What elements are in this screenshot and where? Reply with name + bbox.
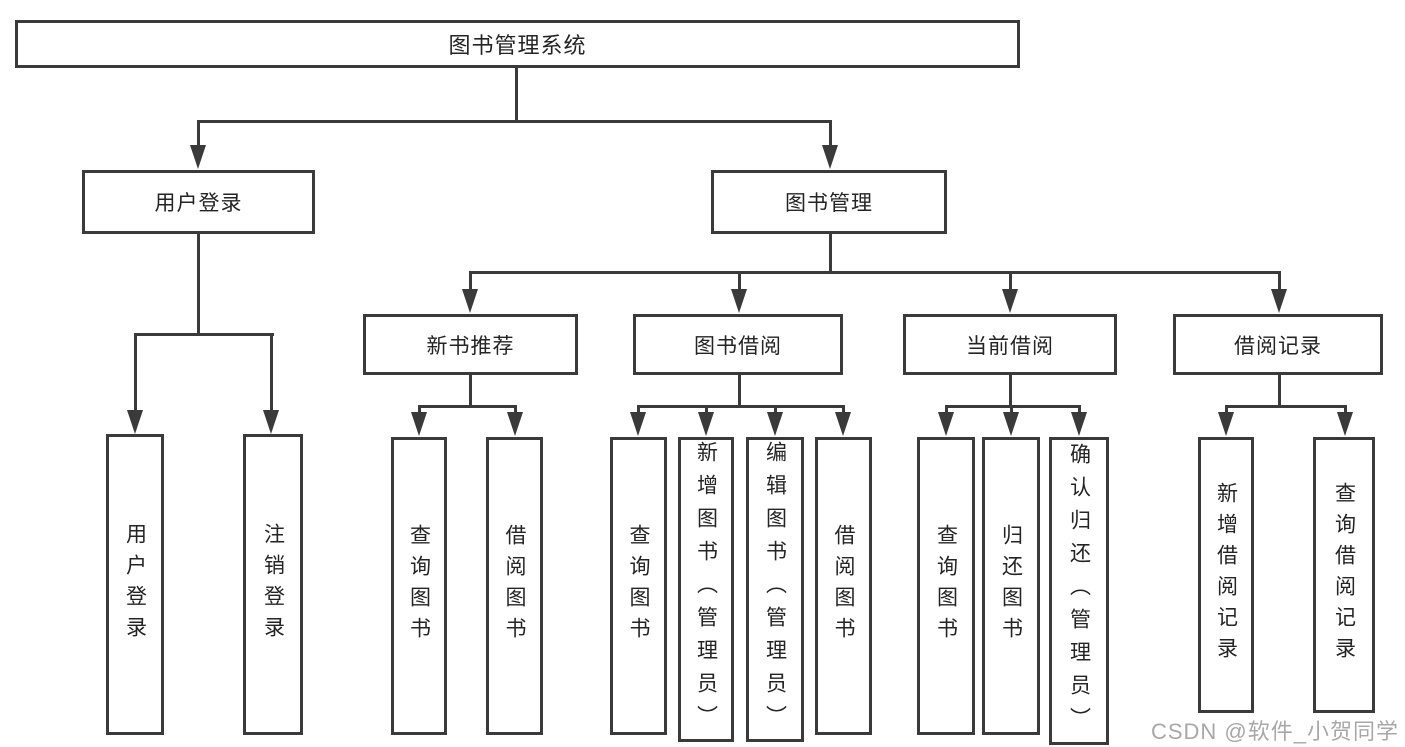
arrow-down-icon — [835, 412, 851, 436]
arrow-down-icon — [263, 410, 279, 434]
node-user-login: 用户登录 — [82, 170, 315, 234]
connector-line — [270, 333, 273, 412]
node-current-borrowing: 当前借阅 — [903, 314, 1117, 375]
leaf-add-books-admin: 新增图书（管理员） — [678, 437, 734, 742]
arrow-down-icon — [1271, 289, 1287, 313]
connector-line — [1010, 405, 1013, 415]
connector-line — [1009, 271, 1012, 291]
leaf-query-books-current: 查询图书 — [917, 437, 975, 735]
connector-line — [515, 66, 518, 122]
node-library-system: 图书管理系统 — [15, 20, 1020, 68]
node-book-borrowing: 图书借阅 — [633, 314, 843, 375]
arrow-down-icon — [630, 412, 646, 436]
node-new-book-recommend: 新书推荐 — [363, 314, 578, 375]
leaf-confirm-return-admin: 确认归还（管理员） — [1049, 437, 1109, 745]
connector-line — [829, 232, 832, 274]
connector-line — [945, 405, 1081, 408]
arrow-down-icon — [938, 412, 954, 436]
connector-line — [738, 373, 741, 408]
leaf-logout: 注销登录 — [243, 434, 303, 735]
connector-line — [842, 405, 845, 415]
arrow-down-icon — [1003, 412, 1019, 436]
csdn-watermark: CSDN @软件_小贺同学 — [1150, 719, 1399, 744]
connector-line — [1278, 373, 1281, 408]
leaf-user-login: 用户登录 — [106, 434, 164, 735]
leaf-query-books-recommend: 查询图书 — [391, 437, 447, 735]
arrow-down-icon — [1337, 412, 1353, 436]
node-borrowing-records: 借阅记录 — [1173, 314, 1383, 375]
leaf-query-borrow-record: 查询借阅记录 — [1313, 437, 1375, 713]
connector-line — [1278, 271, 1281, 291]
arrow-down-icon — [1002, 289, 1018, 313]
connector-line — [1225, 405, 1347, 408]
arrow-down-icon — [1218, 412, 1234, 436]
arrow-down-icon — [731, 289, 747, 313]
connector-line — [829, 120, 832, 148]
arrow-down-icon — [190, 145, 206, 169]
connector-line — [774, 405, 777, 415]
connector-line — [1009, 373, 1012, 408]
connector-line — [197, 120, 832, 123]
connector-line — [1344, 405, 1347, 415]
connector-line — [705, 405, 708, 415]
arrow-down-icon — [767, 412, 783, 436]
leaf-query-books-borrowing: 查询图书 — [610, 437, 667, 735]
connector-line — [469, 373, 472, 408]
connector-line — [134, 333, 274, 336]
connector-line — [514, 405, 517, 415]
connector-line — [197, 120, 200, 148]
connector-line — [637, 405, 640, 415]
connector-line — [134, 333, 137, 412]
connector-line — [418, 405, 421, 415]
arrow-down-icon — [1071, 412, 1087, 436]
leaf-return-books: 归还图书 — [982, 437, 1040, 735]
arrow-down-icon — [507, 412, 523, 436]
leaf-borrow-books-borrowing: 借阅图书 — [815, 437, 872, 735]
arrow-down-icon — [822, 145, 838, 169]
leaf-add-borrow-record: 新增借阅记录 — [1198, 437, 1254, 713]
node-book-management: 图书管理 — [711, 170, 947, 234]
leaf-borrow-books-recommend: 借阅图书 — [486, 437, 543, 735]
connector-line — [1225, 405, 1228, 415]
arrow-down-icon — [411, 412, 427, 436]
connector-line — [738, 271, 741, 291]
connector-line — [637, 405, 845, 408]
connector-line — [1078, 405, 1081, 415]
connector-line — [469, 271, 472, 291]
connector-line — [418, 405, 517, 408]
arrow-down-icon — [698, 412, 714, 436]
connector-line — [469, 271, 1281, 274]
leaf-edit-books-admin: 编辑图书（管理员） — [746, 437, 804, 742]
arrow-down-icon — [127, 410, 143, 434]
arrow-down-icon — [462, 289, 478, 313]
connector-line — [197, 232, 200, 336]
connector-line — [945, 405, 948, 415]
